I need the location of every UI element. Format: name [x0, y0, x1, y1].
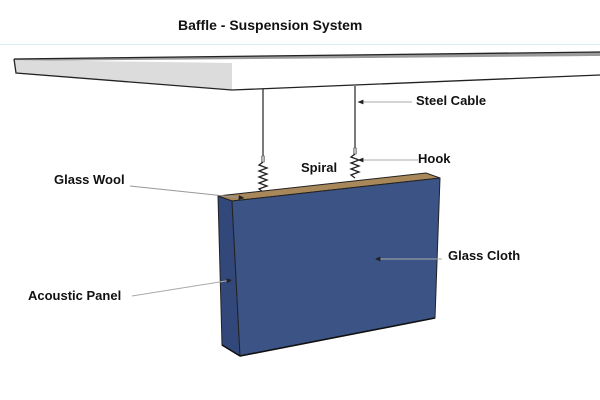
steel-cable-right — [353, 86, 357, 155]
label-glass-cloth: Glass Cloth — [448, 248, 521, 263]
spiral-left — [257, 161, 269, 193]
acoustic-panel — [217, 172, 441, 357]
leader-acoustic-panel — [131, 278, 233, 297]
label-glass-wool: Glass Wool — [54, 172, 125, 187]
label-spiral: Spiral — [301, 160, 338, 175]
ceiling-slab — [13, 51, 600, 91]
title-divider — [0, 44, 600, 45]
ceiling-left-face — [14, 60, 232, 90]
label-acoustic-panel: Acoustic Panel — [28, 288, 122, 303]
leader-glass-wool — [129, 185, 245, 200]
diagram-title: Baffle - Suspension System — [178, 17, 363, 33]
spiral-right — [349, 153, 361, 179]
panel-front-face — [231, 177, 441, 357]
steel-cable-left — [261, 89, 265, 163]
label-steel-cable: Steel Cable — [416, 93, 487, 108]
ceiling-front-face — [232, 56, 600, 90]
label-hook: Hook — [418, 151, 451, 166]
